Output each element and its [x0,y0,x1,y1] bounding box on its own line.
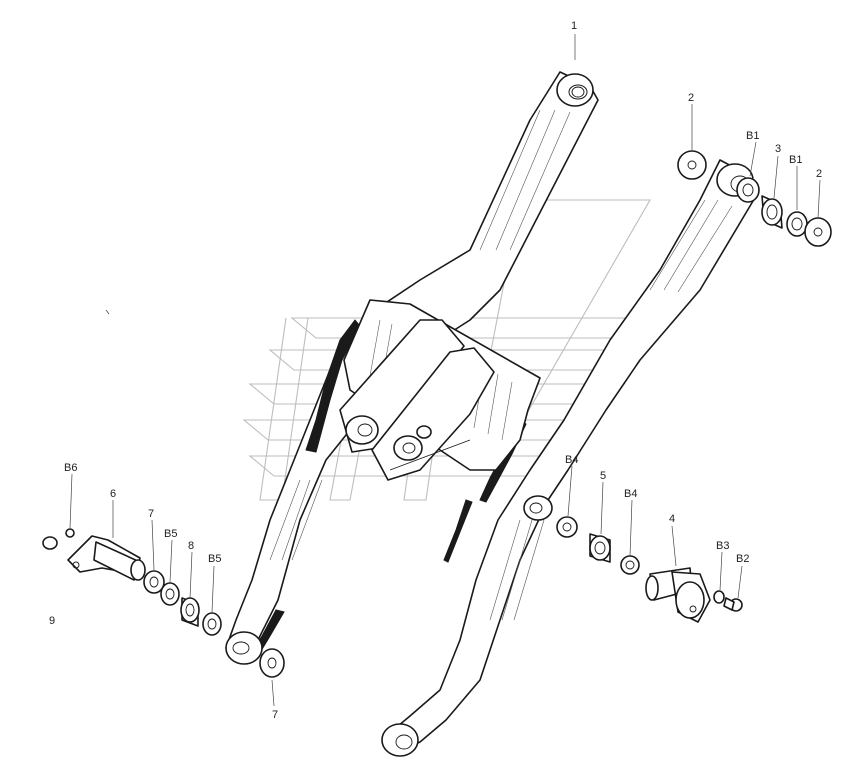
callout-8: 8 [188,540,194,552]
pin-6 [67,535,146,581]
callout-b1a: B1 [746,130,759,142]
callout-labels: 1 2 B1 3 B1 2 B6 6 7 B5 8 B5 9 7 B4 5 B4… [49,20,822,721]
callout-9: 9 [49,615,55,627]
callout-2a: 2 [688,92,694,104]
callout-1: 1 [571,20,577,32]
bolt-b6 [42,528,75,550]
callout-5: 5 [600,470,606,482]
callout-4: 4 [669,513,675,525]
callout-7b: 7 [272,709,278,721]
washer-2b [804,217,832,247]
callout-6: 6 [110,488,116,500]
bolt-b2 [723,597,743,612]
sleeve-8 [180,597,200,627]
leader-lines [69,34,821,707]
bushing-b4a [556,516,578,538]
washer-7a [143,570,165,594]
callout-b3: B3 [716,540,729,552]
sleeve-3 [761,195,783,229]
left-hardware [42,528,285,678]
bushing-b1b [786,211,808,237]
callout-b5b: B5 [208,553,221,565]
sleeve-5 [589,533,611,563]
callout-b6: B6 [64,462,77,474]
callout-2b: 2 [816,168,822,180]
cross-tube [339,299,541,481]
washer-2a [677,150,707,180]
callout-3: 3 [775,143,781,155]
bushing-b4b [620,555,640,575]
bushing-b5a [160,582,180,606]
right-lower-hardware [556,516,743,623]
callout-b2: B2 [736,553,749,565]
bushing-b5b [202,612,222,636]
callout-b5a: B5 [164,528,177,540]
callout-b4a: B4 [565,454,578,466]
washer-b3 [713,590,725,604]
pin-4 [645,567,711,623]
washer-7b [259,648,285,678]
callout-b4b: B4 [624,488,637,500]
bushing-b1a [736,177,760,203]
upper-right-hardware [677,150,832,247]
callout-7a: 7 [148,508,154,520]
callout-b1b: B1 [789,154,802,166]
